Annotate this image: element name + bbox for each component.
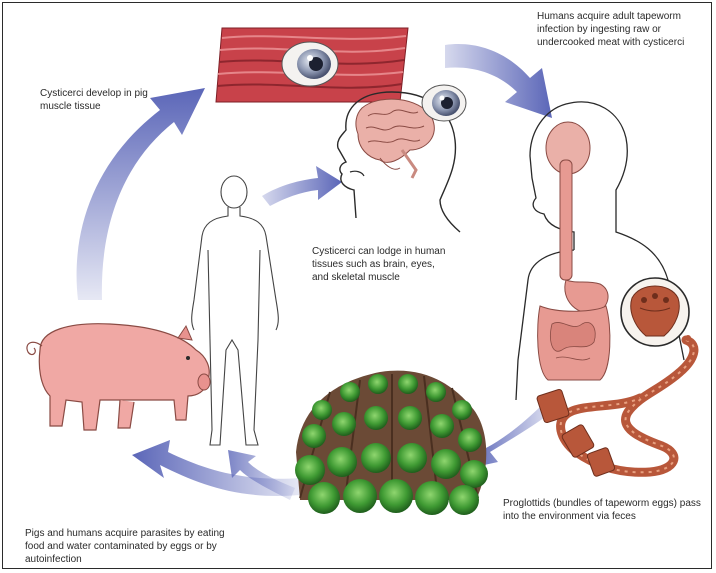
pig-illustration <box>27 324 210 430</box>
vegetable-field <box>295 371 488 515</box>
pig-muscle-tissue-illustration <box>216 28 408 102</box>
tapeworm-scolex-magnified <box>621 278 689 346</box>
caption-humans-acquire: Humans acquire adult tapeworm infection … <box>537 10 687 49</box>
caption-pigs-and-humans: Pigs and humans acquire parasites by eat… <box>25 527 230 566</box>
caption-proglottids: Proglottids (bundles of tapeworm eggs) p… <box>503 497 703 523</box>
caption-cysticerci-lodge: Cysticerci can lodge in human tissues su… <box>312 245 447 284</box>
arrow-left-up <box>77 88 205 300</box>
human-torso-with-digestive-tract <box>516 102 684 400</box>
human-figure-outline <box>192 176 279 445</box>
arrow-to-head <box>262 166 342 206</box>
human-head-with-brain <box>338 85 466 232</box>
caption-cysticerci-develop: Cysticerci develop in pig muscle tissue <box>40 87 155 113</box>
